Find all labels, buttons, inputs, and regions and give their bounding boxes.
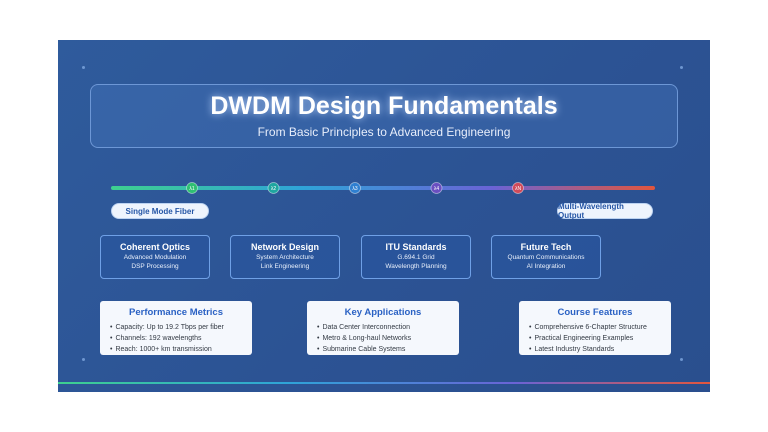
page-subtitle: From Basic Principles to Advanced Engine…	[257, 125, 511, 139]
module-line: Advanced Modulation	[123, 254, 187, 261]
list-item: Data Center Interconnection	[317, 322, 459, 333]
module-coherent-optics: Coherent Optics Advanced Modulation DSP …	[100, 235, 210, 279]
module-line: Link Engineering	[260, 263, 310, 270]
card-title: Course Features	[557, 307, 633, 318]
decor-dot	[82, 66, 85, 69]
card-title: Performance Metrics	[129, 307, 223, 318]
card-list: Comprehensive 6-Chapter Structure Practi…	[519, 322, 671, 355]
wavelength-node	[186, 182, 198, 194]
wavelength-node-label: λN	[515, 186, 522, 192]
list-item: Comprehensive 6-Chapter Structure	[529, 322, 671, 333]
module-line: AI Integration	[526, 263, 566, 270]
module-title: Network Design	[250, 242, 319, 252]
card-list: Capacity: Up to 19.2 Tbps per fiber Chan…	[100, 322, 252, 355]
wavelength-node	[430, 182, 443, 194]
module-future-tech: Future Tech Quantum Communications AI In…	[491, 235, 601, 279]
card-title: Key Applications	[344, 307, 422, 318]
card-key-applications: Key Applications Data Center Interconnec…	[307, 301, 459, 355]
card-list: Data Center Interconnection Metro & Long…	[307, 322, 459, 355]
module-title: ITU Standards	[385, 242, 447, 252]
wavelength-node-label: λ1	[189, 186, 195, 192]
wavelength-node	[512, 182, 524, 194]
decor-dot	[680, 358, 683, 361]
page-title: DWDM Design Fundamentals	[210, 92, 558, 120]
wavelength-node-label: λ2	[271, 186, 277, 192]
decor-dot	[82, 358, 85, 361]
single-mode-fiber-label: Single Mode Fiber	[111, 203, 209, 219]
module-line: DSP Processing	[131, 263, 179, 270]
module-line: G.694.1 Grid	[397, 254, 435, 261]
slide: DWDM Design Fundamentals From Basic Prin…	[58, 40, 710, 392]
module-line: Wavelength Planning	[385, 263, 447, 270]
list-item: Practical Engineering Examples	[529, 333, 671, 344]
module-network-design: Network Design System Architecture Link …	[230, 235, 340, 279]
module-title: Future Tech	[520, 242, 572, 252]
module-itu-standards: ITU Standards G.694.1 Grid Wavelength Pl…	[361, 235, 471, 279]
module-line: Quantum Communications	[507, 254, 585, 261]
decor-dot	[680, 66, 683, 69]
list-item: Capacity: Up to 19.2 Tbps per fiber	[110, 322, 252, 333]
card-performance-metrics: Performance Metrics Capacity: Up to 19.2…	[100, 301, 252, 355]
card-course-features: Course Features Comprehensive 6-Chapter …	[519, 301, 671, 355]
title-box: DWDM Design Fundamentals From Basic Prin…	[90, 84, 678, 148]
fiber-diagram: λ1 λ2 λ3 λ4 λN	[111, 182, 655, 194]
wavelength-node-label: λ3	[352, 186, 358, 192]
wavelength-node	[267, 182, 280, 194]
list-item: Submarine Cable Systems	[317, 344, 459, 355]
list-item: Channels: 192 wavelengths	[110, 333, 252, 344]
wavelength-node-label: λ4	[434, 186, 440, 192]
list-item: Latest Industry Standards	[529, 344, 671, 355]
module-title: Coherent Optics	[119, 242, 190, 252]
bottom-accent-line	[58, 382, 710, 384]
multi-wavelength-output-label: Multi-Wavelength Output	[557, 202, 653, 220]
wavelength-node	[349, 182, 361, 194]
module-line: System Architecture	[256, 254, 314, 261]
list-item: Metro & Long-haul Networks	[317, 333, 459, 344]
list-item: Reach: 1000+ km transmission	[110, 344, 252, 355]
